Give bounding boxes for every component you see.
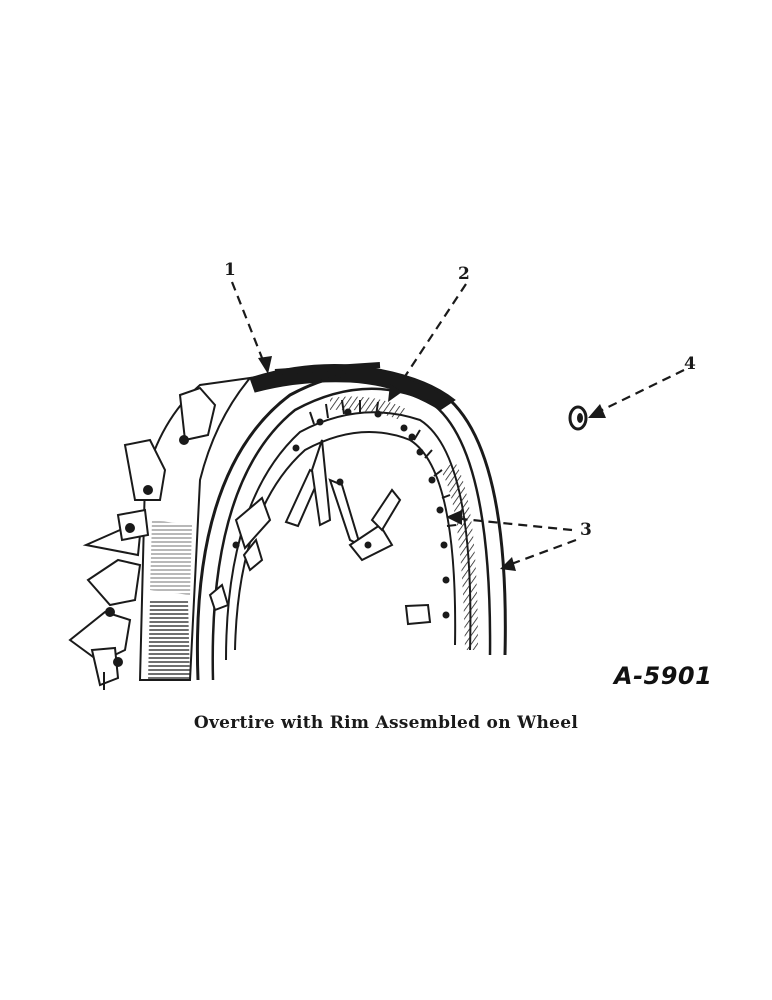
leader-line-2 xyxy=(391,283,467,397)
leader-line-3a xyxy=(451,516,573,532)
arrowhead-3b xyxy=(500,557,516,571)
leader-line-1 xyxy=(230,281,268,369)
lock-ring-part xyxy=(568,405,588,431)
rim-shading xyxy=(330,396,478,650)
rim-teeth xyxy=(309,399,457,527)
arrowhead-4 xyxy=(588,404,606,418)
steel-wheel-band xyxy=(138,376,253,681)
callout-4: 4 xyxy=(684,354,696,374)
leader-arrowheads xyxy=(258,356,606,571)
figure-caption: Overtire with Rim Assembled on Wheel xyxy=(193,713,579,733)
rim-bolts xyxy=(232,408,450,619)
wheel-spokes xyxy=(208,439,432,626)
callout-3: 3 xyxy=(580,520,592,540)
figure-code: A-5901 xyxy=(614,662,713,690)
wheel-lugs xyxy=(68,386,217,690)
callout-2: 2 xyxy=(458,264,470,284)
arrowhead-2 xyxy=(388,384,402,402)
leader-lines xyxy=(230,281,685,568)
leader-line-3b xyxy=(505,538,577,568)
arrowhead-3a xyxy=(446,510,462,525)
callout-1: 1 xyxy=(224,260,236,280)
leader-line-4 xyxy=(593,369,685,415)
arrowhead-1 xyxy=(258,356,272,374)
